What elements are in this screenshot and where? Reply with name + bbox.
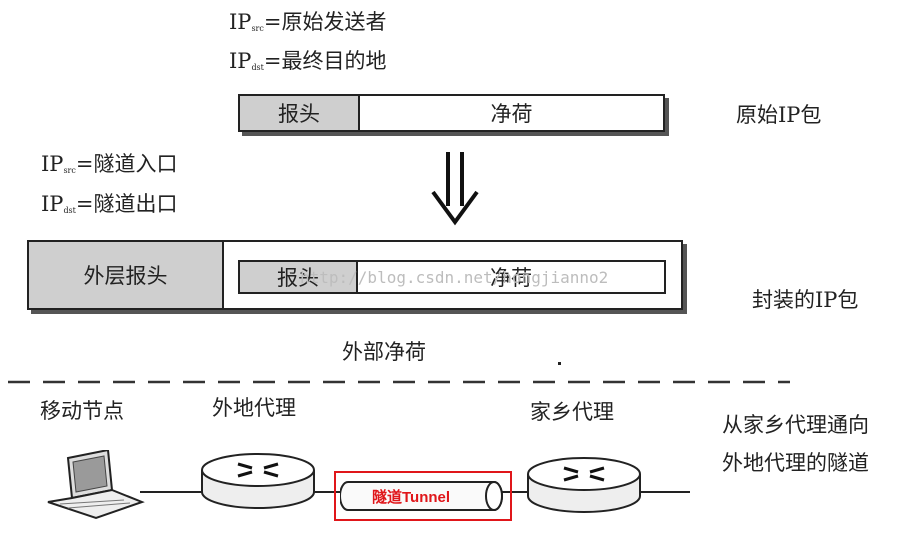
mobile-node-label: 移动节点 bbox=[40, 399, 124, 423]
dashed-divider bbox=[8, 380, 790, 384]
ip-src-tunnel-label: IPsrc=隧道入口 bbox=[41, 152, 178, 176]
dot-mark bbox=[558, 362, 561, 365]
ip-src-original-label: IPsrc=原始发送者 bbox=[229, 10, 387, 34]
home-agent-label: 家乡代理 bbox=[530, 400, 614, 424]
tunnel-pipe-icon bbox=[340, 481, 503, 511]
encapsulated-packet-caption: 封装的IP包 bbox=[752, 288, 859, 312]
outer-header-label: 外层报头 bbox=[83, 264, 168, 288]
encapsulated-packet: 外层报头 报头 净荷 bbox=[27, 240, 683, 310]
original-header-cell: 报头 bbox=[240, 96, 360, 130]
home-agent-router-icon bbox=[527, 457, 641, 513]
inner-payload-cell: 净荷 bbox=[358, 262, 664, 292]
original-payload-label: 净荷 bbox=[490, 102, 533, 126]
inner-header-cell: 报头 bbox=[240, 262, 358, 292]
outer-header-cell: 外层报头 bbox=[29, 242, 224, 308]
foreign-agent-label: 外地代理 bbox=[212, 396, 296, 420]
inner-payload-label: 净荷 bbox=[490, 266, 532, 290]
watermark: http://blog.csdn.net/hongjianno2 bbox=[300, 268, 609, 287]
original-payload-cell: 净荷 bbox=[360, 96, 663, 130]
original-packet: 报头 净荷 bbox=[238, 94, 665, 132]
tunnel-description-line2: 外地代理的隧道 bbox=[722, 451, 869, 475]
outer-payload-label: 外部净荷 bbox=[342, 340, 426, 364]
tunnel-description-line1: 从家乡代理通向 bbox=[722, 413, 869, 437]
original-header-label: 报头 bbox=[278, 102, 320, 126]
inner-packet: 报头 净荷 bbox=[238, 260, 666, 294]
ip-dst-original-label: IPdst=最终目的地 bbox=[229, 49, 387, 73]
original-packet-caption: 原始IP包 bbox=[736, 103, 822, 127]
laptop-icon bbox=[47, 450, 145, 520]
tunnel-label: 隧道Tunnel bbox=[372, 489, 451, 506]
ip-dst-tunnel-label: IPdst=隧道出口 bbox=[41, 192, 178, 216]
foreign-agent-router-icon bbox=[201, 453, 315, 509]
down-arrow-icon bbox=[431, 152, 479, 226]
tunnel-highlight-box bbox=[334, 471, 512, 521]
inner-header-label: 报头 bbox=[277, 266, 319, 290]
